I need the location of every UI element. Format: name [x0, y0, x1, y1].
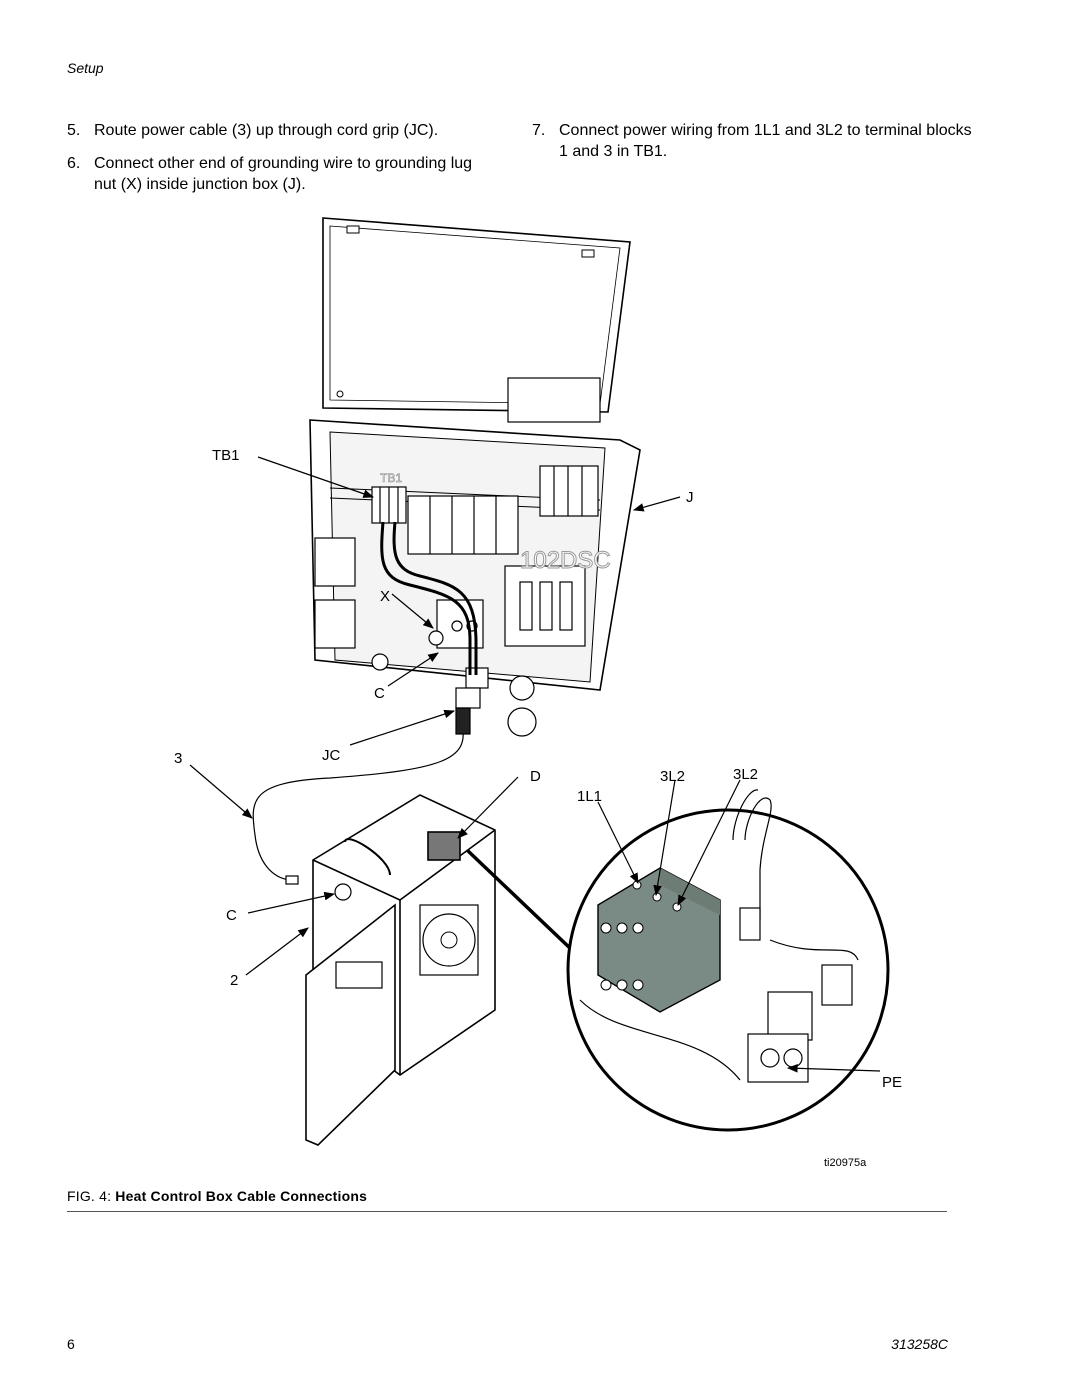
callout-x: X: [380, 588, 390, 605]
power-cable: [252, 707, 471, 885]
step-6: 6. Connect other end of grounding wire t…: [67, 153, 497, 195]
callout-j: J: [686, 489, 694, 506]
step-7: 7. Connect power wiring from 1L1 and 3L2…: [532, 120, 972, 162]
callout-2: 2: [230, 972, 238, 989]
step-5: 5. Route power cable (3) up through cord…: [67, 120, 497, 141]
document-number: 313258C: [891, 1336, 948, 1352]
caption-rule: [67, 1211, 947, 1212]
callout-c-bottom: C: [226, 907, 237, 924]
callout-3l2-a: 3L2: [660, 768, 685, 785]
step-number: 7.: [532, 122, 546, 139]
callout-pe: PE: [882, 1074, 902, 1091]
callout-3l2-b: 3L2: [733, 766, 758, 783]
heat-control-box: [305, 794, 496, 1146]
step-text: Connect power wiring from 1L1 and 3L2 to…: [559, 122, 972, 160]
caption-title: Heat Control Box Cable Connections: [115, 1188, 368, 1204]
step-number: 5.: [67, 122, 81, 139]
callout-jc: JC: [322, 747, 341, 764]
caption-prefix: FIG. 4:: [67, 1188, 112, 1204]
detail-magnifier: [465, 789, 890, 1132]
image-id: ti20975a: [824, 1157, 867, 1169]
module-label-102dsc: 102DSC: [520, 547, 611, 574]
internal-wires: [380, 521, 478, 675]
step-text: Route power cable (3) up through cord gr…: [94, 122, 439, 139]
section-header: Setup: [67, 60, 104, 76]
page-number: 6: [67, 1336, 75, 1352]
junction-box: 102DSC TB1: [309, 419, 641, 737]
figure-caption: FIG. 4: Heat Control Box Cable Connectio…: [67, 1188, 367, 1204]
terminal-block: [597, 867, 721, 1013]
wiring-figure: 102DSC TB1: [174, 217, 902, 1169]
callout-1l1: 1L1: [577, 788, 602, 805]
steps-left: 5. Route power cable (3) up through cord…: [67, 120, 497, 207]
junction-box-lid: [322, 217, 631, 423]
callout-c-top: C: [374, 685, 385, 702]
step-text: Connect other end of grounding wire to g…: [94, 155, 473, 193]
callout-3: 3: [174, 750, 182, 767]
callout-tb1: TB1: [212, 447, 240, 464]
callout-leaders: [189, 456, 881, 1073]
callout-d: D: [530, 768, 541, 785]
steps-right: 7. Connect power wiring from 1L1 and 3L2…: [532, 120, 972, 174]
module-label-tb1: TB1: [380, 471, 402, 485]
step-number: 6.: [67, 155, 81, 172]
